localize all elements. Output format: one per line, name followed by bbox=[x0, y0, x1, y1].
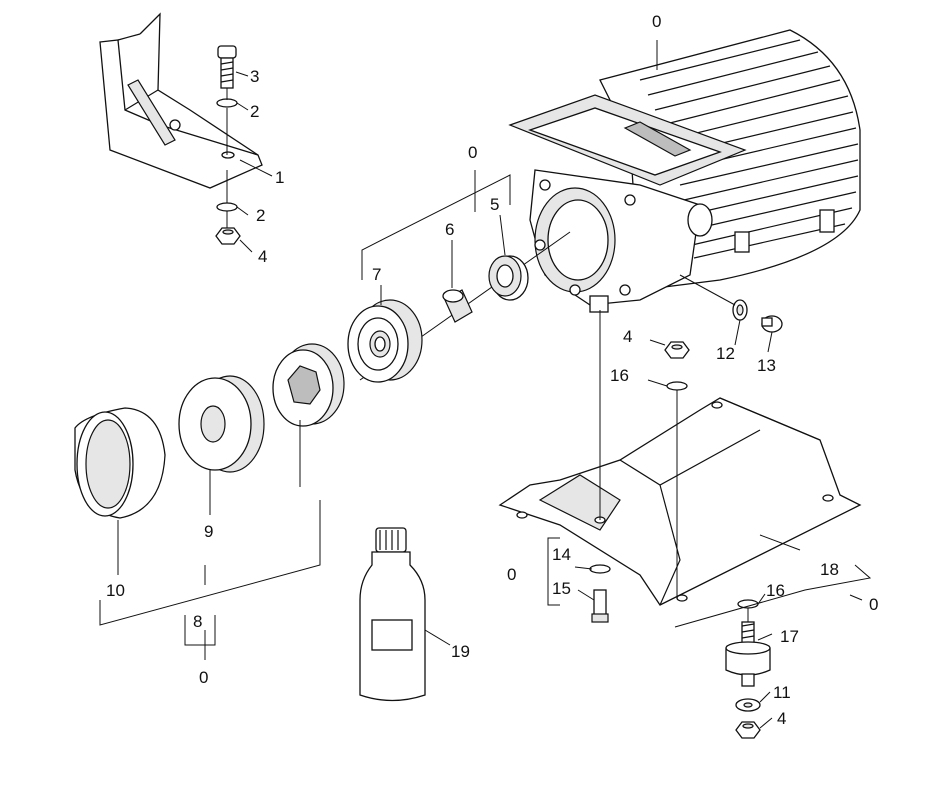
sleeve bbox=[442, 289, 473, 323]
lock-washer-frame-top bbox=[666, 381, 688, 391]
callout-11: 11 bbox=[773, 683, 791, 702]
hex-nut-bottom bbox=[735, 721, 761, 739]
callout-0-bracket: 0 bbox=[468, 143, 477, 162]
oil-bottle bbox=[359, 527, 426, 702]
callout-2-top: 2 bbox=[250, 102, 259, 121]
callout-0-right: 0 bbox=[869, 595, 878, 614]
callout-10: 10 bbox=[106, 581, 125, 600]
callout-6: 6 bbox=[445, 220, 454, 239]
washer-bottom bbox=[735, 698, 761, 712]
callout-0-bottom: 0 bbox=[199, 668, 208, 687]
callout-12: 12 bbox=[716, 344, 735, 363]
callout-1: 1 bbox=[275, 168, 284, 187]
callout-14: 14 bbox=[552, 545, 571, 564]
motor-housing bbox=[359, 29, 861, 381]
lock-washer-screw bbox=[589, 564, 611, 574]
coupling-sleeve bbox=[74, 407, 166, 519]
screw bbox=[217, 45, 237, 89]
bracket bbox=[99, 12, 263, 189]
callout-4-left: 4 bbox=[258, 247, 267, 266]
coupling-disc bbox=[178, 375, 265, 473]
callout-0-left: 0 bbox=[507, 565, 516, 584]
base-frame bbox=[498, 397, 862, 606]
lock-washer-upper bbox=[216, 98, 238, 108]
shaft-seal bbox=[488, 255, 529, 301]
callout-9: 9 bbox=[204, 522, 213, 541]
callout-19: 19 bbox=[451, 642, 470, 661]
vibration-damper bbox=[725, 621, 771, 687]
callout-4-bottom: 4 bbox=[777, 709, 786, 728]
hex-socket-screw bbox=[591, 589, 609, 623]
callout-8: 8 bbox=[193, 612, 202, 631]
callout-17: 17 bbox=[780, 627, 799, 646]
ball-bearing bbox=[347, 299, 423, 383]
sealing-ring bbox=[732, 299, 748, 321]
callout-7: 7 bbox=[372, 265, 381, 284]
callout-2-mid: 2 bbox=[256, 206, 265, 225]
coupling-hub bbox=[272, 343, 345, 427]
callout-3: 3 bbox=[250, 67, 259, 86]
callout-16-top: 16 bbox=[610, 366, 629, 385]
hex-nut-left bbox=[215, 227, 241, 245]
callout-0-motor: 0 bbox=[652, 12, 661, 31]
callout-13: 13 bbox=[757, 356, 776, 375]
callout-15: 15 bbox=[552, 579, 571, 598]
lock-washer-lower bbox=[216, 202, 238, 212]
callout-18: 18 bbox=[820, 560, 839, 579]
callout-16-bottom: 16 bbox=[766, 581, 785, 600]
hex-nut-right bbox=[664, 341, 690, 359]
plug-screw bbox=[761, 315, 783, 333]
callout-4-right: 4 bbox=[623, 327, 632, 346]
callout-5: 5 bbox=[490, 195, 499, 214]
